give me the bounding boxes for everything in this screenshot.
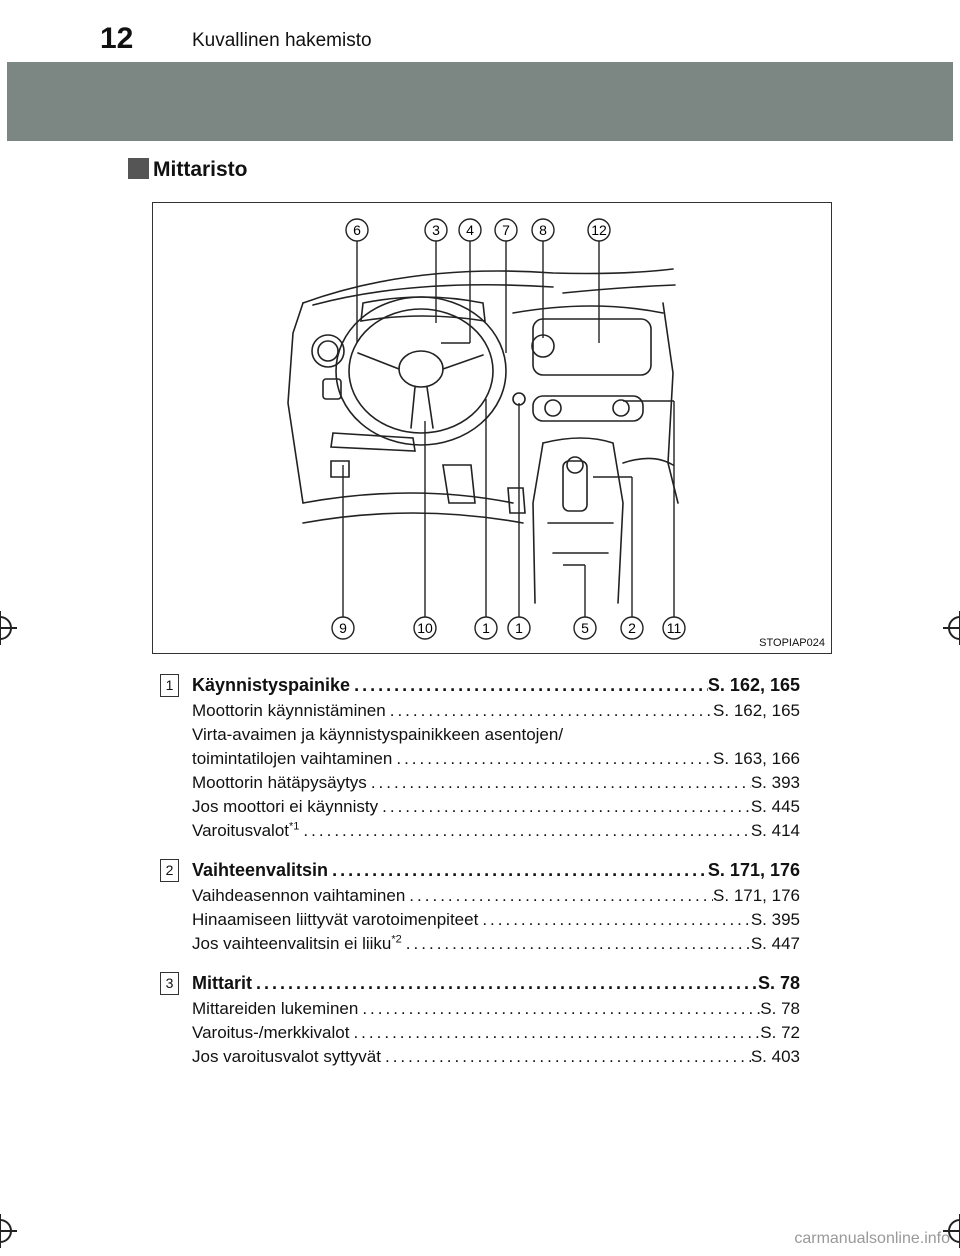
item-label: Moottorin käynnistäminen — [192, 701, 386, 720]
entry-title: Mittarit — [192, 973, 252, 993]
callout-1b: 1 — [507, 616, 531, 640]
registration-mark-icon — [943, 611, 960, 645]
footnote-marker: *2 — [391, 933, 402, 946]
page-ref: S. 403 — [750, 1047, 800, 1066]
svg-text:12: 12 — [591, 222, 607, 238]
entry-item[interactable]: Jos varoitusvalot syttyvät S. 403 — [192, 1045, 800, 1069]
entry-item[interactable]: Jos vaihteenvalitsin ei liiku*2 S. 447 — [192, 932, 800, 956]
index-entry: 2 Vaihteenvalitsin S. 171, 176 Vaihdeasen… — [160, 857, 800, 956]
page-ref: S. 171, 176 — [713, 886, 800, 905]
entry-number: 1 — [160, 674, 179, 697]
header-band — [7, 62, 953, 141]
entry-item[interactable]: Varoitus-/merkkivalot S. 72 — [192, 1021, 800, 1045]
svg-text:4: 4 — [466, 222, 474, 238]
svg-text:8: 8 — [539, 222, 547, 238]
svg-text:11: 11 — [667, 620, 682, 636]
entry-title-row[interactable]: Käynnistyspainike S. 162, 165 — [192, 672, 800, 699]
page-ref: S. 162, 165 — [707, 675, 800, 695]
item-label: Varoitusvalot — [192, 821, 290, 840]
footer-watermark: carmanualsonline.info — [794, 1230, 950, 1247]
dashboard-drawing: 6 3 4 7 8 12 9 10 1 1 5 2 11 — [287, 218, 686, 640]
svg-text:1: 1 — [482, 620, 490, 636]
svg-text:2: 2 — [628, 620, 636, 636]
svg-text:1: 1 — [515, 620, 523, 636]
item-label: Jos moottori ei käynnisty — [192, 797, 379, 816]
page-ref: S. 78 — [757, 973, 800, 993]
item-label: Vaihdeasennon vaihtaminen — [192, 886, 406, 905]
page-ref: S. 78 — [760, 999, 800, 1018]
item-label: Hinaamiseen liittyvät varotoimenpiteet — [192, 910, 479, 929]
page-ref: S. 72 — [760, 1023, 800, 1042]
page-ref: S. 171, 176 — [707, 860, 800, 880]
registration-mark-icon — [0, 611, 17, 645]
svg-text:5: 5 — [581, 620, 589, 636]
callouts-bottom: 9 10 1 1 5 2 11 — [331, 616, 686, 640]
entry-title: Käynnistyspainike — [192, 675, 351, 695]
item-label: Virta-avaimen ja käynnistyspainikkeen as… — [192, 725, 564, 744]
callout-1a: 1 — [474, 616, 498, 640]
callout-8: 8 — [531, 218, 555, 242]
page-ref: S. 162, 165 — [713, 701, 800, 720]
callout-10: 10 — [413, 616, 437, 640]
section-heading: Mittaristo — [128, 158, 248, 182]
item-label: toimintatilojen vaihtaminen — [192, 749, 393, 768]
page-ref: S. 163, 166 — [713, 749, 800, 768]
entry-number: 2 — [160, 859, 179, 882]
callout-5: 5 — [573, 616, 597, 640]
page-ref: S. 395 — [750, 910, 800, 929]
page-ref: S. 393 — [750, 773, 800, 792]
entry-item[interactable]: Hinaamiseen liittyvät varotoimenpiteet S.… — [192, 908, 800, 932]
entry-item[interactable]: toimintatilojen vaihtaminen S. 163, 166 — [192, 747, 800, 771]
item-label: Varoitus-/merkkivalot — [192, 1023, 350, 1042]
callout-3: 3 — [424, 218, 448, 242]
index-entry: 3 Mittarit S. 78 Mittareiden lukeminen S. … — [160, 970, 800, 1069]
registration-mark-icon — [943, 1214, 960, 1248]
section-square-icon — [128, 158, 149, 179]
callout-2: 2 — [620, 616, 644, 640]
callout-7: 7 — [494, 218, 518, 242]
item-label: Jos varoitusvalot syttyvät — [192, 1047, 381, 1066]
page-ref: S. 447 — [750, 934, 800, 953]
entry-item[interactable]: Mittareiden lukeminen S. 78 — [192, 997, 800, 1021]
entry-title-row[interactable]: Mittarit S. 78 — [192, 970, 800, 997]
svg-text:3: 3 — [432, 222, 440, 238]
callout-6: 6 — [345, 218, 369, 242]
index-entry: 1 Käynnistyspainike S. 162, 165 Moottorin… — [160, 672, 800, 843]
footnote-marker: *1 — [289, 820, 300, 833]
registration-mark-icon — [0, 1214, 17, 1248]
entry-item[interactable]: Vaihdeasennon vaihtaminen S. 171, 176 — [192, 884, 800, 908]
svg-text:9: 9 — [339, 620, 347, 636]
entry-title-row[interactable]: Vaihteenvalitsin S. 171, 176 — [192, 857, 800, 884]
entry-item: Virta-avaimen ja käynnistyspainikkeen as… — [192, 723, 800, 747]
page-ref: S. 445 — [750, 797, 800, 816]
svg-text:10: 10 — [417, 620, 433, 636]
page-number: 12 — [100, 22, 134, 55]
callout-11: 11 — [662, 616, 686, 640]
item-label: Jos vaihteenvalitsin ei liiku — [192, 934, 392, 953]
callouts-top: 6 3 4 7 8 12 — [345, 218, 611, 242]
callout-9: 9 — [331, 616, 355, 640]
svg-text:7: 7 — [502, 222, 510, 238]
page-ref: S. 414 — [750, 821, 800, 840]
section-title: Mittaristo — [153, 158, 248, 181]
entry-item[interactable]: Moottorin hätäpysäytys S. 393 — [192, 771, 800, 795]
entry-item[interactable]: Moottorin käynnistäminen S. 162, 165 — [192, 699, 800, 723]
item-label: Mittareiden lukeminen — [192, 999, 359, 1018]
entry-number: 3 — [160, 972, 179, 995]
callout-4: 4 — [458, 218, 482, 242]
entry-item[interactable]: Varoitusvalot*1 S. 414 — [192, 819, 800, 843]
figure-code: STOPIAP024 — [759, 637, 825, 649]
item-label: Moottorin hätäpysäytys — [192, 773, 367, 792]
index-entries: 1 Käynnistyspainike S. 162, 165 Moottorin… — [160, 672, 800, 1083]
page-header: 12 Kuvallinen hakemisto — [0, 0, 960, 62]
entry-item[interactable]: Jos moottori ei käynnisty S. 445 — [192, 795, 800, 819]
callout-12: 12 — [587, 218, 611, 242]
entry-title: Vaihteenvalitsin — [192, 860, 329, 880]
dashboard-illustration: 6 3 4 7 8 12 9 10 1 1 5 2 11 STOPIAP024 — [152, 202, 832, 654]
svg-text:6: 6 — [353, 222, 361, 238]
header-title: Kuvallinen hakemisto — [192, 30, 372, 51]
